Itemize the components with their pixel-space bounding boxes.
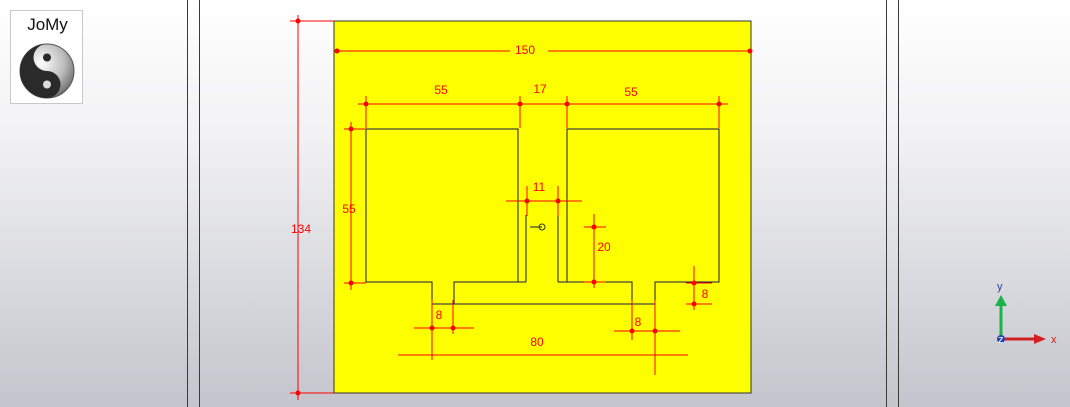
left-feed-line (518, 215, 527, 283)
dim-right-patch-width: 55 (624, 85, 638, 99)
jomy-logo: JoMy (10, 10, 83, 104)
panel-divider-right-outer (898, 0, 899, 407)
dim-right-stub-width: 8 (635, 315, 642, 329)
substrate (333, 20, 752, 394)
axis-triad: y z x (995, 281, 1057, 346)
z-axis-label: z (998, 334, 1004, 346)
dim-feed-gap: 11 (533, 180, 546, 194)
dimension-points (295, 18, 753, 396)
dim-left-patch-width: 55 (434, 83, 448, 97)
dim-feed-length: 20 (597, 240, 611, 254)
y-axis-label: y (997, 281, 1003, 293)
dim-right-stub-height: 8 (702, 287, 709, 301)
dim-overall-height: 134 (291, 222, 311, 236)
dim-patch-height: 55 (342, 202, 356, 216)
dim-gap-width: 17 (533, 82, 547, 96)
logo-text: JoMy (27, 15, 68, 34)
dim-left-stub-width: 8 (436, 308, 443, 322)
z-axis-marker (997, 335, 1005, 343)
panel-divider-left-inner (199, 0, 200, 407)
panel-divider-left-outer (187, 0, 188, 407)
dim-overall-width: 150 (515, 43, 535, 57)
right-feed-line (557, 215, 567, 283)
dim-feed-line-length: 80 (530, 335, 544, 349)
yin-yang-icon (19, 43, 75, 99)
x-axis-label: x (1051, 334, 1057, 346)
port-marker (538, 223, 546, 231)
dimension-lines (290, 15, 751, 400)
panel-divider-right-inner (886, 0, 887, 407)
